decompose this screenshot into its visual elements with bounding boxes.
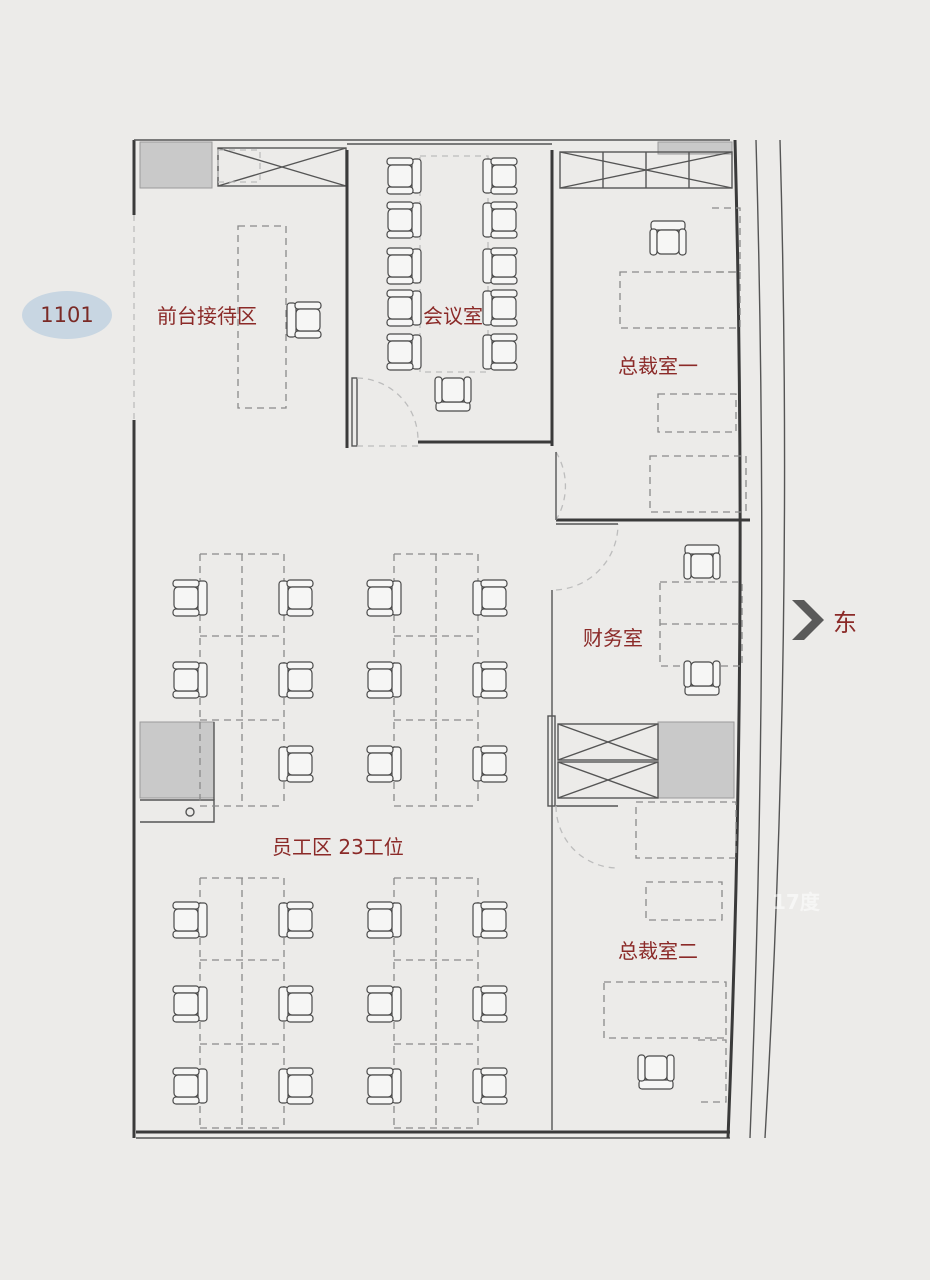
chair-icon (386, 333, 422, 371)
chair-icon (482, 157, 518, 195)
room-label-ceo-office-1: 总裁室一 (618, 354, 698, 378)
equipment-panel (557, 761, 659, 799)
chair-icon (683, 660, 721, 696)
sofa (649, 455, 747, 513)
chair-icon (683, 544, 721, 580)
chair-icon (386, 247, 422, 285)
chair-icon (278, 1067, 314, 1105)
desk (619, 271, 741, 329)
chair-icon (386, 201, 422, 239)
chair-icon (172, 1067, 208, 1105)
chair-icon (366, 1067, 402, 1105)
chair-icon (472, 745, 508, 783)
side-cabinet (712, 207, 741, 273)
curtain-wall (764, 139, 786, 1139)
chair-icon (278, 901, 314, 939)
chair-icon (278, 661, 314, 699)
door-swing (555, 451, 567, 521)
chair-icon (278, 579, 314, 617)
chair-icon (278, 985, 314, 1023)
chair-icon (366, 985, 402, 1023)
equipment-outline (217, 149, 261, 183)
chair-icon (172, 901, 208, 939)
unit-number-badge: 1101 (22, 291, 112, 339)
chair-icon (637, 1054, 675, 1090)
chair-icon (472, 901, 508, 939)
compass-east-label: 东 (833, 609, 857, 637)
curtain-wall (726, 139, 742, 1139)
coffee-table (645, 881, 723, 921)
room-label-meeting: 会议室 (423, 304, 483, 328)
chair-icon (434, 376, 472, 412)
chair-icon (472, 579, 508, 617)
chair-icon (278, 745, 314, 783)
side-cabinet (698, 1039, 727, 1103)
chair-icon (366, 901, 402, 939)
chair-icon (482, 247, 518, 285)
door-swing (356, 377, 419, 441)
column (657, 721, 735, 799)
column (139, 721, 215, 799)
door-leaf (351, 377, 358, 447)
chair-icon (649, 220, 687, 256)
desk (603, 981, 727, 1039)
watermark: 17度 (772, 890, 820, 914)
chair-icon (366, 661, 402, 699)
chair-icon (482, 333, 518, 371)
curtain-wall (749, 139, 763, 1139)
chair-icon (482, 201, 518, 239)
chair-icon (366, 745, 402, 783)
door-swing (555, 523, 619, 591)
coffee-table (657, 393, 737, 433)
column (657, 141, 733, 155)
east-arrow-icon (792, 600, 824, 640)
column (139, 141, 213, 189)
sofa (635, 801, 737, 859)
chair-icon (286, 301, 322, 339)
chair-icon (482, 289, 518, 327)
chair-icon (386, 289, 422, 327)
chair-icon (172, 661, 208, 699)
room-label-reception: 前台接待区 (157, 304, 257, 328)
door-leaf (547, 715, 556, 807)
room-label-finance: 财务室 (583, 626, 643, 650)
room-label-ceo-office-2: 总裁室二 (618, 939, 698, 963)
door-swing (555, 805, 619, 869)
meeting-table (419, 155, 489, 373)
reception-desk (237, 225, 287, 409)
equipment-panel (557, 723, 659, 761)
chair-icon (172, 985, 208, 1023)
chair-icon (366, 579, 402, 617)
pantry-counter (140, 799, 215, 823)
chair-icon (472, 985, 508, 1023)
chair-icon (472, 1067, 508, 1105)
chair-icon (472, 661, 508, 699)
chair-icon (386, 157, 422, 195)
room-label-staff-area: 员工区 23工位 (272, 835, 404, 859)
chair-icon (172, 579, 208, 617)
sink-icon (185, 807, 195, 817)
unit-number: 1101 (40, 303, 94, 327)
